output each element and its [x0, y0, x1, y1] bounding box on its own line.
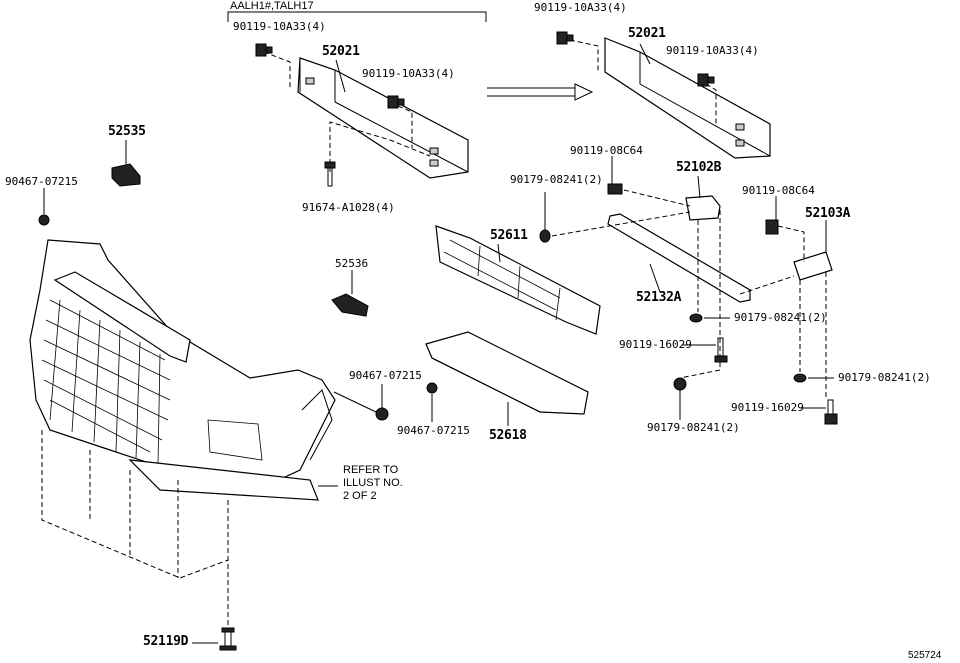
variant-bracket	[227, 11, 487, 22]
part-label-90179-08241-d[interactable]: 90179-08241(2)	[647, 421, 740, 434]
nut-icon	[793, 373, 807, 383]
part-label-90119-16029-a[interactable]: 90119-16029	[619, 338, 692, 351]
part-label-91674-A1028[interactable]: 91674-A1028(4)	[302, 201, 395, 214]
part-label-52618[interactable]: 52618	[489, 428, 527, 443]
part-label-90119-08C64-a[interactable]: 90119-08C64	[570, 144, 643, 157]
direction-arrow	[487, 83, 594, 101]
clip-icon	[375, 407, 389, 421]
bolt-icon	[607, 183, 623, 195]
reinforcement-52021-left	[297, 57, 469, 179]
part-label-90467-07215-left[interactable]: 90467-07215	[5, 175, 78, 188]
part-label-52611[interactable]: 52611	[490, 228, 528, 243]
bracket-52132A	[607, 213, 751, 303]
figure-number: 525724	[908, 650, 942, 661]
leader-52611	[497, 243, 501, 263]
leader-52132A	[649, 263, 661, 293]
dash-52021-left-a	[263, 51, 291, 88]
bolt-icon	[714, 337, 728, 363]
dash-52021-left-c	[329, 121, 431, 172]
part-label-90119-16029-b[interactable]: 90119-16029	[731, 401, 804, 414]
sensor-52536	[331, 293, 369, 317]
leader-52021-left	[335, 59, 346, 93]
variant-note: AALH1#,TALH17	[230, 0, 314, 12]
leader-52021-right	[639, 43, 651, 65]
part-label-90119-10A33-b[interactable]: 90119-10A33(4)	[362, 67, 455, 80]
part-label-90179-08241-c[interactable]: 90179-08241(2)	[838, 371, 931, 384]
leader-90467-mid	[333, 391, 377, 413]
part-label-52021-right[interactable]: 52021	[628, 26, 666, 41]
bracket-52102B	[685, 195, 721, 221]
part-label-90179-08241-b[interactable]: 90179-08241(2)	[734, 311, 827, 324]
bolt-icon	[387, 95, 405, 109]
bracket-52103A	[793, 251, 833, 281]
bolt-icon	[324, 161, 336, 187]
part-label-52102B[interactable]: 52102B	[676, 160, 722, 175]
part-label-90119-08C64-b[interactable]: 90119-08C64	[742, 184, 815, 197]
leader-52102B	[697, 175, 701, 199]
part-label-90119-10A33-a[interactable]: 90119-10A33(4)	[233, 20, 326, 33]
bolt-icon	[255, 43, 273, 57]
screw-52119D	[219, 627, 237, 651]
absorber-52611	[435, 225, 601, 335]
refer-note: REFER TO ILLUST NO. 2 OF 2	[343, 464, 403, 502]
part-label-52132A[interactable]: 52132A	[636, 290, 682, 305]
part-label-52535[interactable]: 52535	[108, 124, 146, 139]
part-label-90467-07215-right[interactable]: 90467-07215	[397, 424, 470, 437]
part-label-52103A[interactable]: 52103A	[805, 206, 851, 221]
bolt-icon	[765, 219, 779, 235]
dash-52021-right-b	[705, 83, 717, 126]
bolt-icon	[697, 73, 715, 87]
bolt-icon	[824, 399, 838, 425]
nut-icon	[689, 313, 703, 323]
dash-52103A	[739, 225, 827, 400]
clip-icon	[38, 214, 50, 226]
part-label-52536[interactable]: 52536	[335, 257, 369, 270]
reinforcement-52021-right	[604, 37, 771, 159]
part-label-90467-07215-mid[interactable]: 90467-07215	[349, 369, 422, 382]
sensor-52535	[111, 163, 141, 187]
undercover-52618	[425, 331, 589, 415]
part-label-90119-10A33-c[interactable]: 90119-10A33(4)	[534, 1, 627, 14]
bolt-icon	[556, 31, 574, 45]
dash-52102B	[551, 189, 721, 379]
part-label-52119D[interactable]: 52119D	[143, 634, 189, 649]
dash-bottom-group	[41, 430, 229, 626]
part-label-90119-10A33-d[interactable]: 90119-10A33(4)	[666, 44, 759, 57]
part-label-52021-left[interactable]: 52021	[322, 44, 360, 59]
dash-52021-right-a	[569, 39, 599, 72]
front-bumper-cover	[29, 239, 336, 501]
nut-icon	[539, 229, 551, 243]
nut-icon	[673, 377, 687, 391]
clip-icon	[426, 382, 438, 394]
part-label-90179-08241-a[interactable]: 90179-08241(2)	[510, 173, 603, 186]
